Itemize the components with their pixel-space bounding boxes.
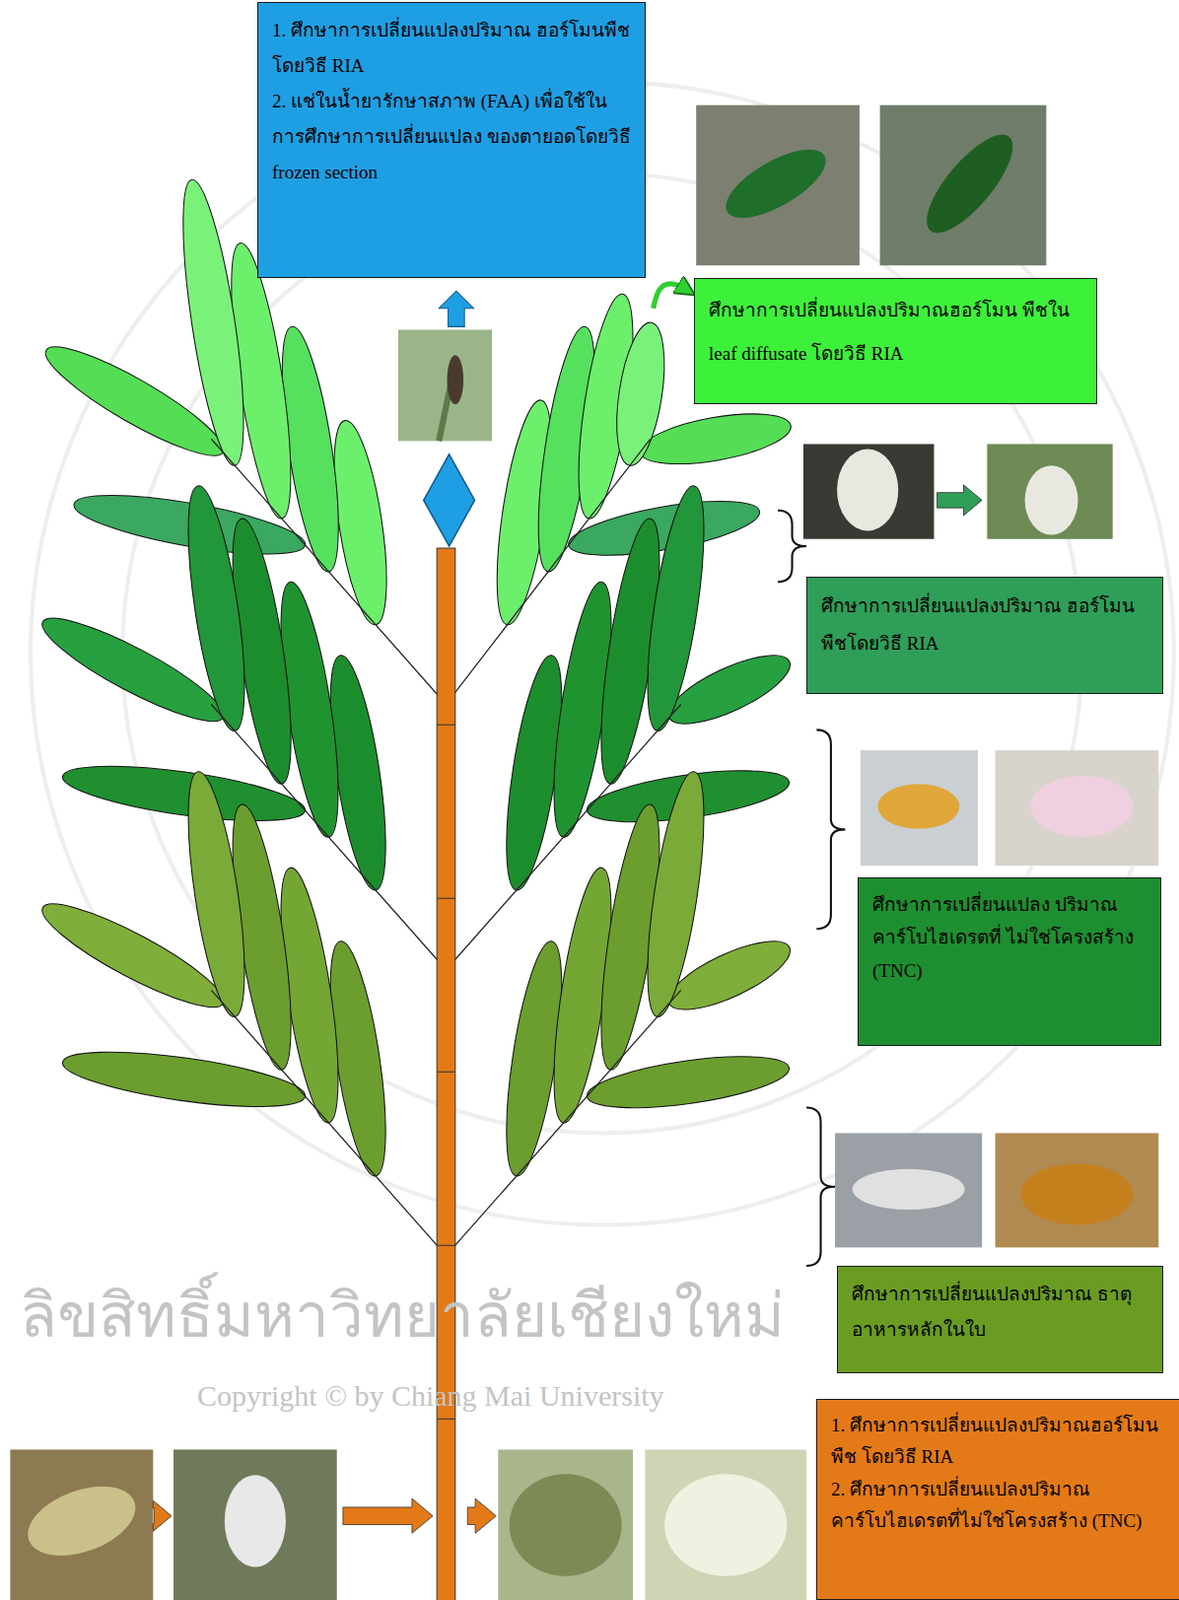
bud-photo-bud (447, 354, 465, 405)
brace (816, 729, 845, 929)
stem-node (436, 1071, 456, 1073)
photo-detail (1020, 1163, 1133, 1225)
branch-line (446, 703, 682, 970)
box-text: ศึกษาการเปลี่ยนแปลงปริมาณฮอร์โมน พืชใน l… (708, 288, 1083, 375)
photo (9, 1449, 153, 1600)
box-text: 1. ศึกษาการเปลี่ยนแปลงปริมาณ ฮอร์โมนพืชโ… (272, 12, 631, 84)
brace (777, 510, 807, 582)
photo-detail (224, 1474, 286, 1567)
photo-detail (1031, 775, 1134, 837)
leaf-shape (170, 176, 257, 469)
photo (860, 750, 978, 866)
branch-line (446, 438, 651, 704)
stem-node (436, 1245, 456, 1247)
box-text: ศึกษาการเปลี่ยนแปลงปริมาณ ฮอร์โมนพืชโดยว… (821, 587, 1149, 663)
box-text: ศึกษาการเปลี่ยนแปลงปริมาณ ธาตุอาหารหลักใ… (851, 1276, 1149, 1348)
watermark-text: Copyright © by Chiang Mai University (197, 1378, 665, 1414)
photo (644, 1449, 807, 1600)
photo (986, 443, 1112, 539)
watermark-text: ลิขสิทธิ์มหาวิทยาลัยเชียงใหม่ (19, 1279, 785, 1353)
branch-line (446, 989, 682, 1255)
art-group (9, 81, 1174, 1600)
leaf-shape (635, 483, 715, 735)
study-box: ศึกษาการเปลี่ยนแปลงปริมาณ ฮอร์โมนพืชโดยว… (806, 576, 1164, 694)
photo (695, 105, 860, 267)
study-box: ศึกษาการเปลี่ยนแปลงปริมาณฮอร์โมน พืชใน l… (693, 277, 1098, 405)
branch-line (210, 989, 446, 1255)
block-arrow (937, 485, 983, 516)
photo-detail (509, 1473, 623, 1577)
stem (436, 548, 456, 1600)
block-arrow (343, 1498, 433, 1533)
bud-photo (398, 329, 492, 441)
photo-detail (18, 1472, 145, 1569)
photo (880, 105, 1047, 267)
photo-detail (912, 122, 1027, 245)
study-box: ศึกษาการเปลี่ยนแปลงปริมาณ ธาตุอาหารหลักใ… (836, 1265, 1164, 1374)
stem-node (436, 724, 456, 726)
photo (803, 443, 935, 539)
photo-detail (1025, 465, 1079, 535)
photo-detail (664, 1473, 787, 1577)
photo-detail (836, 449, 899, 532)
study-box: 1. ศึกษาการเปลี่ยนแปลงปริมาณฮอร์โมนพืช โ… (816, 1398, 1179, 1600)
leaf-shape (176, 768, 256, 1021)
stem-node (436, 1418, 456, 1420)
photo-detail (715, 136, 835, 231)
curved-arrow (653, 283, 691, 309)
branch-line (210, 438, 446, 704)
branch-line (210, 703, 446, 970)
box-text: 2. ศึกษาการเปลี่ยนแปลงปริมาณ คาร์โบไฮเดร… (831, 1473, 1166, 1538)
leaf-shape (635, 768, 715, 1021)
leaf-shape (608, 319, 673, 469)
photo (173, 1449, 338, 1600)
photo-detail (878, 783, 961, 830)
study-box: 1. ศึกษาการเปลี่ยนแปลงปริมาณ ฮอร์โมนพืชโ… (257, 1, 646, 278)
photo (995, 1132, 1160, 1248)
leaf-shape (176, 483, 256, 735)
block-arrow (152, 1500, 172, 1531)
photo-detail (852, 1169, 966, 1210)
stem-node (436, 898, 456, 900)
box-text: 1. ศึกษาการเปลี่ยนแปลงปริมาณฮอร์โมนพืช โ… (831, 1409, 1166, 1474)
block-arrow (438, 290, 474, 327)
study-box: ศึกษาการเปลี่ยนแปลง ปริมาณคาร์โบไฮเดรตที… (857, 877, 1162, 1046)
brace (806, 1108, 835, 1267)
box-text: ศึกษาการเปลี่ยนแปลง ปริมาณคาร์โบไฮเดรตที… (872, 888, 1147, 987)
bud-diamond (423, 454, 476, 547)
block-arrow (467, 1498, 496, 1533)
leaf-shape (635, 404, 795, 474)
box-text: 2. แช่ในน้ำยารักษาสภาพ (FAA) เพื่อใช้ในก… (272, 83, 631, 191)
photo (995, 750, 1160, 866)
photo (834, 1132, 982, 1248)
photo (497, 1449, 633, 1600)
